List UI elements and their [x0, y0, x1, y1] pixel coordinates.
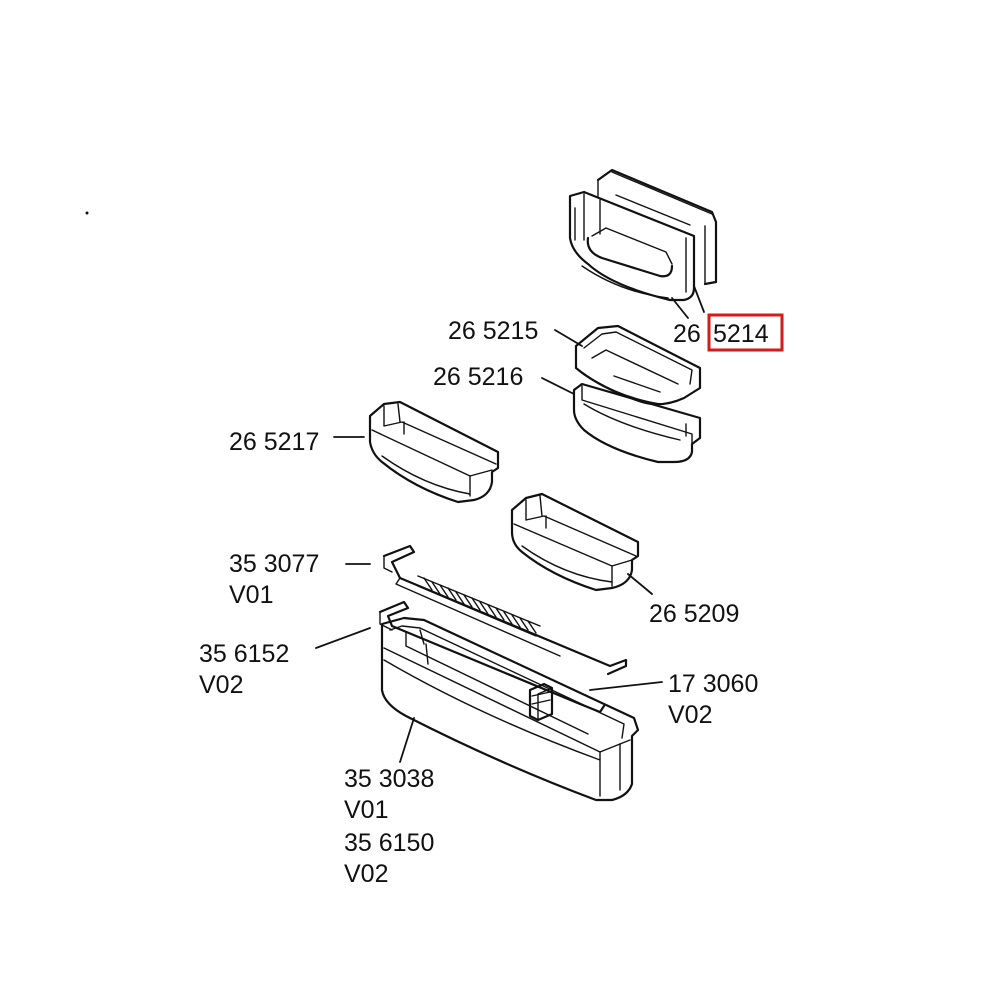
part-265214-drawing[interactable]	[568, 168, 718, 302]
label-353077-version: V01	[229, 581, 273, 609]
part-265209-drawing[interactable]	[510, 492, 640, 592]
label-173060[interactable]: 17 3060	[668, 670, 758, 698]
label-265209[interactable]: 26 5209	[649, 600, 739, 628]
leader-265216	[541, 377, 575, 395]
leader-265215	[554, 329, 583, 347]
part-353077-drawing[interactable]	[382, 544, 628, 676]
stray-dot	[85, 211, 89, 215]
label-265217[interactable]: 26 5217	[229, 428, 319, 456]
part-265216-drawing[interactable]	[572, 382, 702, 464]
part-353038-drawing[interactable]	[380, 616, 640, 802]
label-356152[interactable]: 35 6152	[199, 640, 289, 668]
leader-353038	[399, 717, 415, 763]
label-356150[interactable]: 35 6150	[344, 829, 434, 857]
leader-173060	[589, 681, 663, 691]
part-265217-drawing[interactable]	[368, 400, 500, 504]
leader-265214-a	[671, 297, 689, 319]
comb-teeth	[423, 577, 537, 634]
highlight-box-265214	[707, 313, 784, 352]
label-265216[interactable]: 26 5216	[433, 363, 523, 391]
label-265215[interactable]: 26 5215	[448, 317, 538, 345]
label-353077[interactable]: 35 3077	[229, 550, 319, 578]
label-173060-version: V02	[668, 701, 712, 729]
leader-356152	[315, 627, 371, 649]
leader-265214-b	[693, 285, 705, 313]
label-356152-version: V02	[199, 671, 243, 699]
label-353038-version: V01	[344, 796, 388, 824]
part-265215-drawing[interactable]	[574, 324, 702, 406]
leader-265209	[627, 573, 653, 595]
label-265214-prefix: 26	[673, 320, 701, 348]
label-356150-version: V02	[344, 860, 388, 888]
label-353038[interactable]: 35 3038	[344, 765, 434, 793]
label-265214-code[interactable]: 5214	[713, 320, 769, 348]
part-173060-drawing[interactable]	[528, 682, 554, 722]
